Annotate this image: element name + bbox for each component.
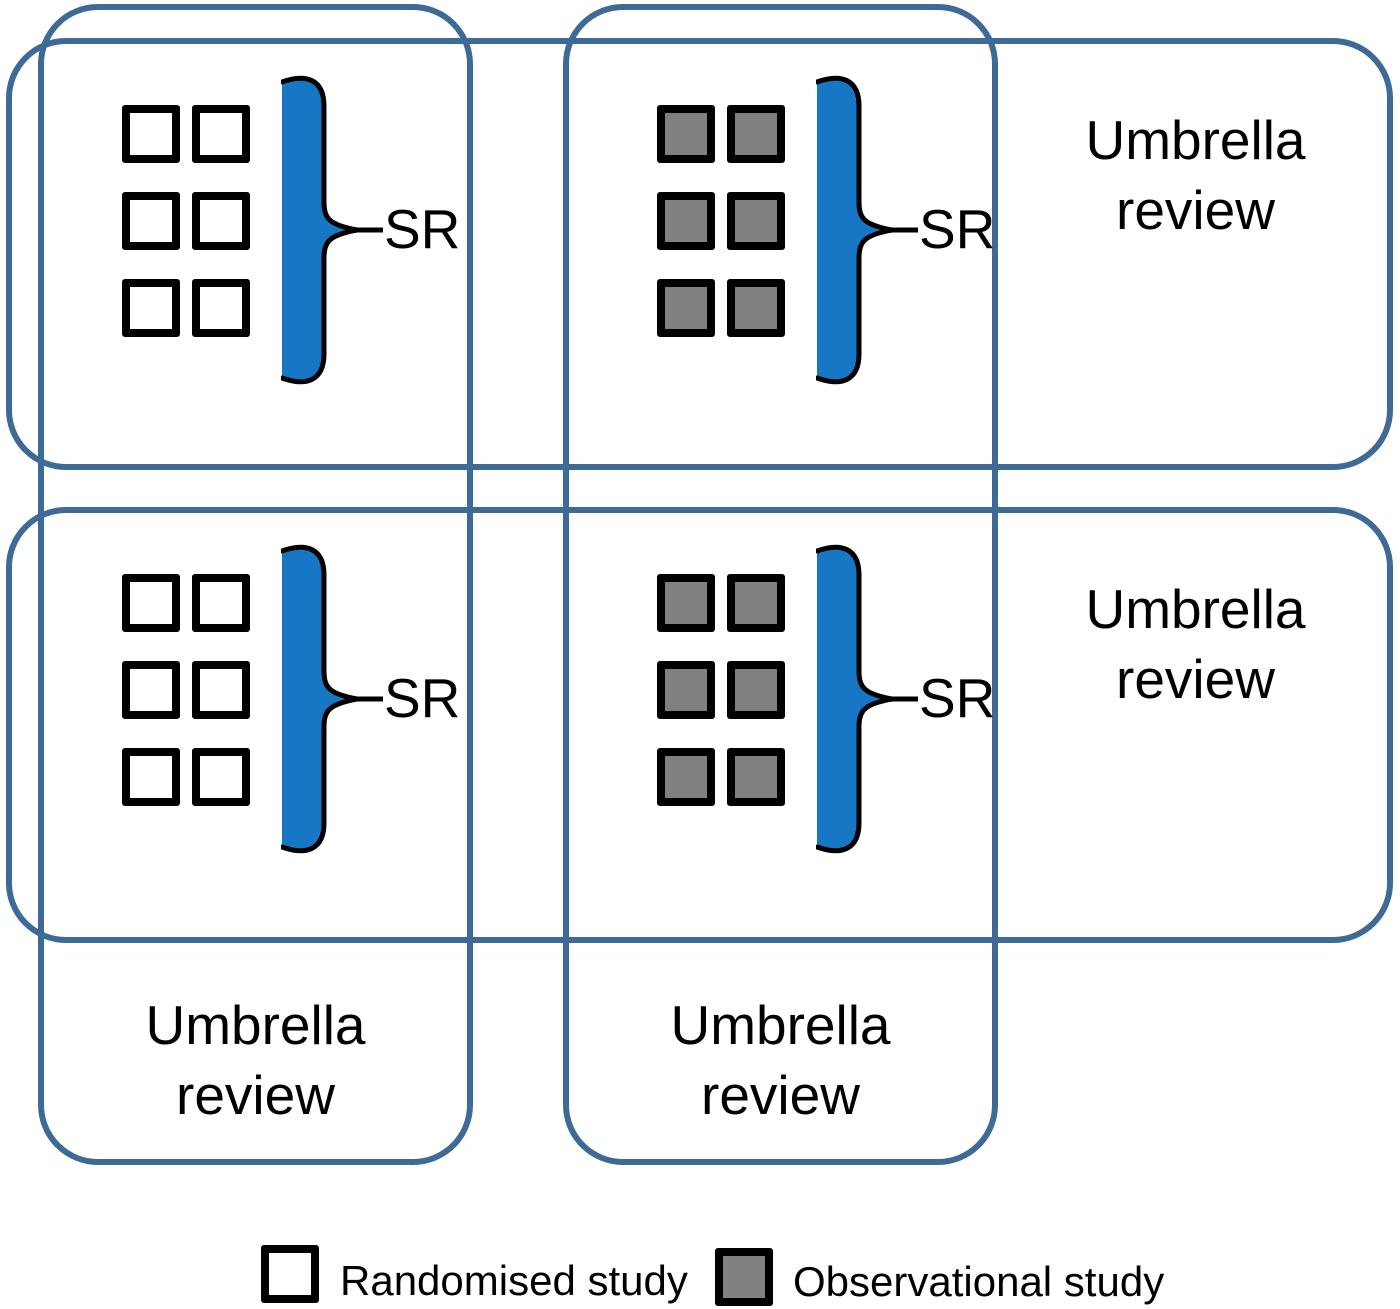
study-square-grid xyxy=(657,574,785,806)
umbrella-review-label-line2: review xyxy=(1116,648,1275,710)
sr-cluster-bottom-left: SR xyxy=(38,507,473,942)
observational-study-square xyxy=(727,661,785,719)
observational-study-square xyxy=(727,105,785,163)
observational-study-square xyxy=(727,748,785,806)
sr-bar-brace-icon xyxy=(816,75,918,385)
randomised-study-square xyxy=(192,279,250,337)
umbrella-review-label-row-bottom: Umbrella review xyxy=(998,574,1393,714)
sr-label: SR xyxy=(384,667,461,729)
umbrella-review-row-top xyxy=(6,38,1393,470)
umbrella-review-column-left xyxy=(38,4,473,1165)
randomised-study-square xyxy=(192,192,250,250)
sr-cluster-bottom-right: SR xyxy=(573,507,1008,942)
umbrella-review-label-line1: Umbrella xyxy=(670,994,891,1056)
randomised-study-square xyxy=(192,574,250,632)
umbrella-review-label-column-right: Umbrella review xyxy=(563,990,998,1130)
umbrella-review-label-row-top: Umbrella review xyxy=(998,105,1393,245)
sr-label: SR xyxy=(384,198,461,260)
umbrella-review-label-line1: Umbrella xyxy=(1085,109,1306,171)
legend-observational-label: Observational study xyxy=(793,1258,1165,1305)
legend-observational-swatch xyxy=(715,1248,773,1306)
umbrella-review-label-line1: Umbrella xyxy=(145,994,366,1056)
sr-bar-brace-icon xyxy=(816,544,918,854)
study-square-grid xyxy=(122,105,250,337)
study-square-grid xyxy=(122,574,250,806)
observational-study-square xyxy=(657,105,715,163)
observational-study-square xyxy=(727,574,785,632)
randomised-study-square xyxy=(122,748,180,806)
randomised-study-square xyxy=(192,748,250,806)
sr-bar-shape xyxy=(816,544,893,854)
sr-cluster-top-right: SR xyxy=(573,38,1008,473)
randomised-study-square xyxy=(192,105,250,163)
sr-bar-shape xyxy=(281,75,358,385)
sr-bar-shape xyxy=(281,544,358,854)
randomised-study-square xyxy=(122,279,180,337)
umbrella-review-row-bottom xyxy=(6,507,1393,943)
observational-study-square xyxy=(657,192,715,250)
umbrella-review-label-line2: review xyxy=(701,1064,860,1126)
observational-study-square xyxy=(657,574,715,632)
umbrella-review-label-line2: review xyxy=(1116,179,1275,241)
observational-study-square xyxy=(657,748,715,806)
umbrella-review-label-line2: review xyxy=(176,1064,335,1126)
observational-study-square xyxy=(727,192,785,250)
observational-study-square xyxy=(657,279,715,337)
umbrella-review-label-column-left: Umbrella review xyxy=(38,990,473,1130)
observational-study-square xyxy=(657,661,715,719)
umbrella-review-column-right xyxy=(563,4,998,1165)
observational-study-square xyxy=(727,279,785,337)
study-square-grid xyxy=(657,105,785,337)
randomised-study-square xyxy=(122,192,180,250)
sr-bar-brace-icon xyxy=(281,75,383,385)
randomised-study-square xyxy=(122,105,180,163)
randomised-study-square xyxy=(122,574,180,632)
sr-bar-shape xyxy=(816,75,893,385)
legend-randomised-label: Randomised study xyxy=(340,1257,688,1304)
randomised-study-square xyxy=(192,661,250,719)
sr-bar-brace-icon xyxy=(281,544,383,854)
umbrella-review-label-line1: Umbrella xyxy=(1085,578,1306,640)
sr-label: SR xyxy=(919,198,996,260)
randomised-study-square xyxy=(122,661,180,719)
sr-cluster-top-left: SR xyxy=(38,38,473,473)
sr-label: SR xyxy=(919,667,996,729)
legend-randomised-swatch xyxy=(261,1245,319,1303)
